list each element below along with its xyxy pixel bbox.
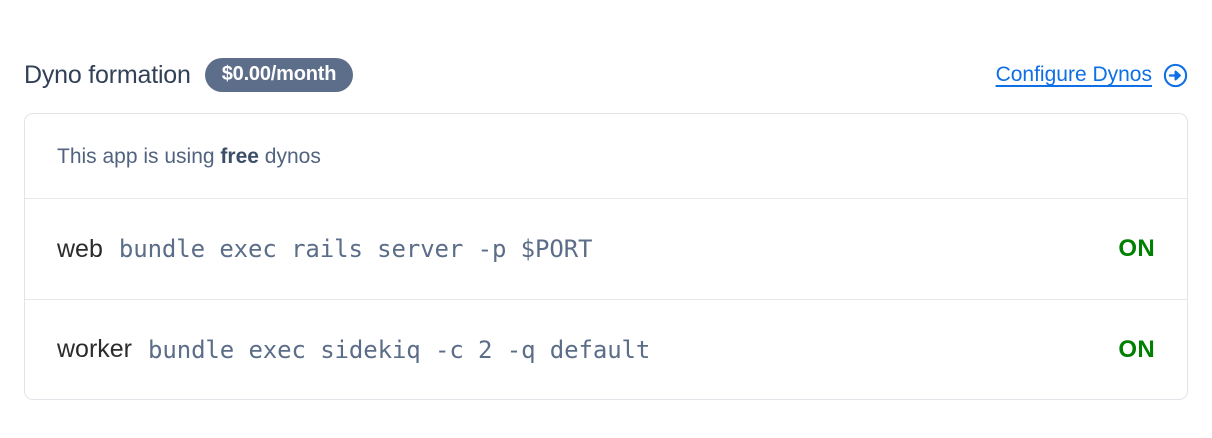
dyno-row-worker[interactable]: worker bundle exec sidekiq -c 2 -q defau…	[25, 299, 1187, 399]
dyno-formation-header: Dyno formation $0.00/month Configure Dyn…	[24, 52, 1188, 98]
free-dynos-banner-text: This app is using free dynos	[57, 146, 321, 167]
configure-dynos-link[interactable]: Configure Dynos	[996, 63, 1188, 88]
dyno-type-label: worker	[57, 335, 133, 363]
dyno-state-badge[interactable]: ON	[1118, 335, 1155, 363]
dyno-command-text: bundle exec sidekiq -c 2 -q default	[148, 335, 651, 364]
free-dynos-banner: This app is using free dynos	[25, 114, 1187, 199]
dyno-type-label: web	[57, 234, 103, 263]
header-left-group: Dyno formation $0.00/month	[24, 58, 354, 92]
dyno-state-badge[interactable]: ON	[1118, 235, 1155, 262]
banner-prefix: This app is using	[57, 144, 221, 168]
dyno-command-text: bundle exec rails server -p $PORT	[118, 235, 593, 263]
configure-dynos-label[interactable]: Configure Dynos	[995, 63, 1152, 86]
banner-emphasis: free	[220, 144, 259, 168]
page-title: Dyno formation	[24, 60, 191, 89]
dyno-formation-card: This app is using free dynos web bundle …	[24, 113, 1188, 400]
price-badge: $0.00/month	[204, 58, 354, 92]
dyno-row-web[interactable]: web bundle exec rails server -p $PORT ON	[25, 199, 1187, 299]
arrow-circle-right-icon[interactable]	[1163, 63, 1188, 88]
banner-suffix: dynos	[258, 144, 321, 168]
